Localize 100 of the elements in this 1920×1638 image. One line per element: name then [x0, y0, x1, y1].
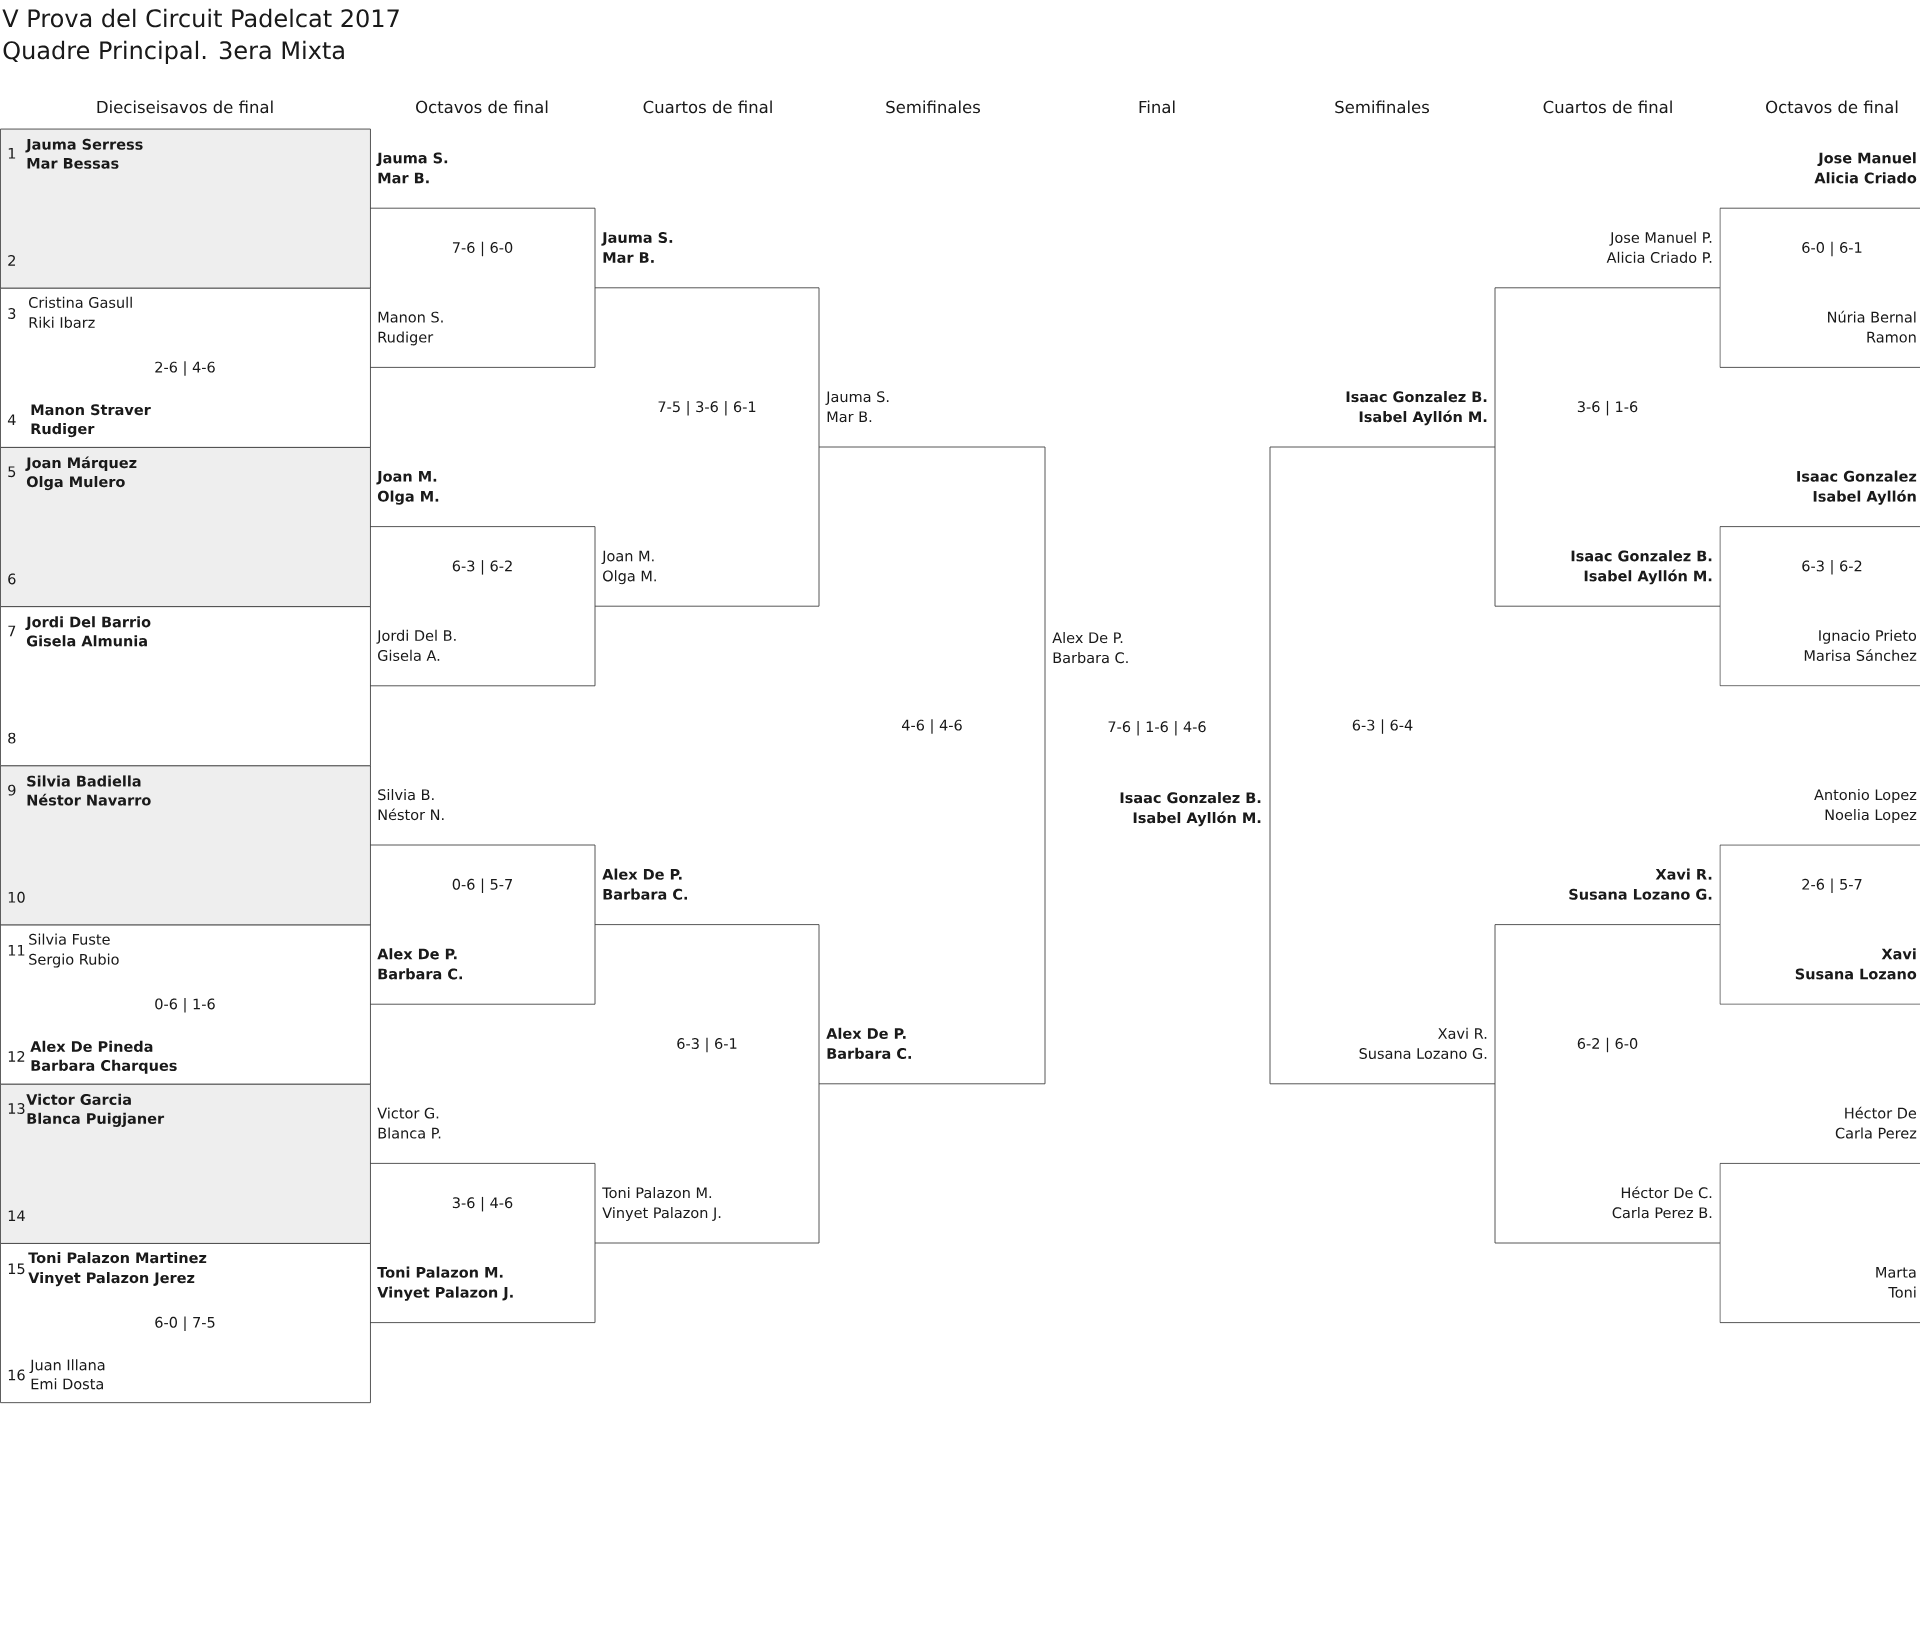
team-name: Isaac Gonzalez B.: [1120, 792, 1261, 804]
team-name: Barbara Charques: [31, 1059, 177, 1074]
team-name: Alex De P.: [1052, 632, 1123, 644]
match-box: [0, 924, 371, 1085]
seed-number: 7: [8, 625, 16, 637]
team-name: Manon S.: [378, 311, 443, 323]
team-name: Alex De P.: [602, 868, 682, 880]
score: 7-6 | 1-6 | 4-6: [1108, 720, 1206, 736]
team-name: Vinyet Palazon J.: [377, 1286, 513, 1301]
team-name: Susana Lozano: [1795, 968, 1917, 980]
match-box: [0, 1083, 371, 1244]
team-name: Mar B.: [827, 411, 872, 423]
team-name: Joan M.: [376, 471, 437, 485]
score: 6-3 | 6-2: [452, 560, 512, 575]
score: 6-0 | 6-1: [1802, 241, 1862, 257]
team-name: Isaac Gonzalez B.: [1346, 391, 1487, 403]
score: 2-6 | 5-7: [1802, 878, 1862, 893]
team-name: Silvia B.: [378, 789, 434, 801]
column-header: Semifinales: [886, 100, 980, 114]
team-name: Xavi R.: [1438, 1027, 1487, 1039]
seed-number: 10: [8, 891, 25, 903]
team-name: Jauma S.: [601, 232, 673, 246]
team-name: Alex De Pineda: [30, 1040, 153, 1052]
team-name: Mar B.: [378, 172, 429, 184]
team-name: Vinyet Palazon Jerez: [28, 1272, 195, 1287]
score: 6-3 | 6-4: [1352, 719, 1413, 734]
team-name: Blanca Puigjaner: [27, 1112, 165, 1127]
column-header: Semifinales: [1335, 100, 1429, 114]
team-name: Jose Manuel P.: [1609, 231, 1712, 246]
team-name: Rudiger: [378, 331, 434, 346]
bracket: [369, 207, 596, 368]
team-name: Néstor Navarro: [27, 793, 151, 806]
score: 6-3 | 6-2: [1802, 560, 1862, 575]
seed-number: 5: [8, 466, 16, 478]
match-box: [0, 128, 371, 289]
column-header: Cuartos de final: [643, 100, 772, 114]
match-box: [0, 606, 371, 767]
team-name: Xavi R.: [1655, 868, 1712, 880]
score: 0-6 | 5-7: [452, 878, 512, 893]
team-name: Héctor De: [1845, 1106, 1917, 1119]
subtitle: Quadre Principal. 3era Mixta: [3, 40, 344, 64]
title: V Prova del Circuit Padelcat 2017: [2, 8, 399, 28]
team-name: Joan M.: [601, 550, 654, 565]
team-name: Cristina Gasull: [29, 296, 132, 308]
seed-number: 12: [8, 1051, 25, 1062]
seed-number: 15: [8, 1263, 25, 1275]
column-header: Cuartos de final: [1543, 100, 1672, 114]
team-name: Juan Illana: [29, 1359, 105, 1374]
bracket: [1494, 924, 1721, 1244]
team-name: Jordi Del Barrio: [25, 616, 151, 631]
team-name: Susana Lozano G.: [1569, 888, 1712, 900]
team-name: Jordi Del B.: [376, 629, 456, 644]
team-name: Susana Lozano G.: [1359, 1048, 1487, 1059]
team-name: Barbara C.: [603, 888, 687, 900]
score: 6-2 | 6-0: [1577, 1037, 1638, 1053]
team-name: Emi Dosta: [31, 1378, 103, 1390]
team-name: Ignacio Prieto: [1819, 629, 1917, 644]
bracket: [369, 844, 596, 1005]
bracket: [1719, 1162, 1920, 1324]
score: 7-5 | 3-6 | 6-1: [658, 400, 756, 416]
team-name: Isabel Ayllón: [1813, 490, 1916, 505]
seed-number: 11: [8, 945, 25, 956]
column-header: Octavos de final: [416, 100, 548, 114]
match-box: [0, 287, 371, 448]
score: 2-6 | 4-6: [155, 361, 215, 376]
team-name: Gisela Almunia: [26, 635, 147, 647]
team-name: Mar B.: [603, 252, 654, 263]
team-name: Vinyet Palazon J.: [602, 1207, 721, 1221]
team-name: Alex De P.: [377, 948, 457, 960]
team-name: Noelia Lopez: [1825, 809, 1917, 823]
score: 7-6 | 6-0: [452, 241, 513, 257]
team-name: Olga M.: [603, 570, 656, 585]
team-name: Jauma S.: [825, 391, 889, 405]
team-name: Jauma S.: [376, 152, 448, 167]
team-name: Isaac Gonzalez B.: [1571, 550, 1712, 562]
team-name: Gisela A.: [378, 649, 440, 661]
score: 3-6 | 1-6: [1577, 400, 1638, 416]
bracket: [1719, 844, 1920, 1005]
team-name: Carla Perez B.: [1612, 1207, 1712, 1219]
team-name: Olga M.: [377, 490, 439, 505]
team-name: Blanca P.: [378, 1127, 441, 1139]
team-name: Alex De P.: [826, 1027, 906, 1039]
seed-number: 9: [8, 784, 16, 796]
seed-number: 14: [8, 1210, 25, 1221]
team-name: Carla Perez: [1835, 1127, 1917, 1139]
team-name: Isabel Ayllón M.: [1359, 410, 1487, 426]
team-name: Marta: [1876, 1267, 1916, 1278]
team-name: Isaac Gonzalez: [1797, 470, 1917, 482]
match-box: [0, 1243, 371, 1404]
match-box: [0, 765, 371, 926]
seed-number: 16: [8, 1369, 25, 1381]
seed-number: 8: [8, 732, 16, 744]
team-name: Toni: [1888, 1286, 1916, 1298]
seed-number: 3: [8, 308, 16, 319]
bracket: [369, 526, 596, 687]
bracket: [1719, 526, 1920, 687]
column-header: Dieciseisavos de final: [97, 100, 273, 114]
score: 6-3 | 6-1: [677, 1037, 737, 1053]
seed-number: 2: [8, 255, 15, 266]
team-name: Riki Ibarz: [29, 316, 95, 328]
